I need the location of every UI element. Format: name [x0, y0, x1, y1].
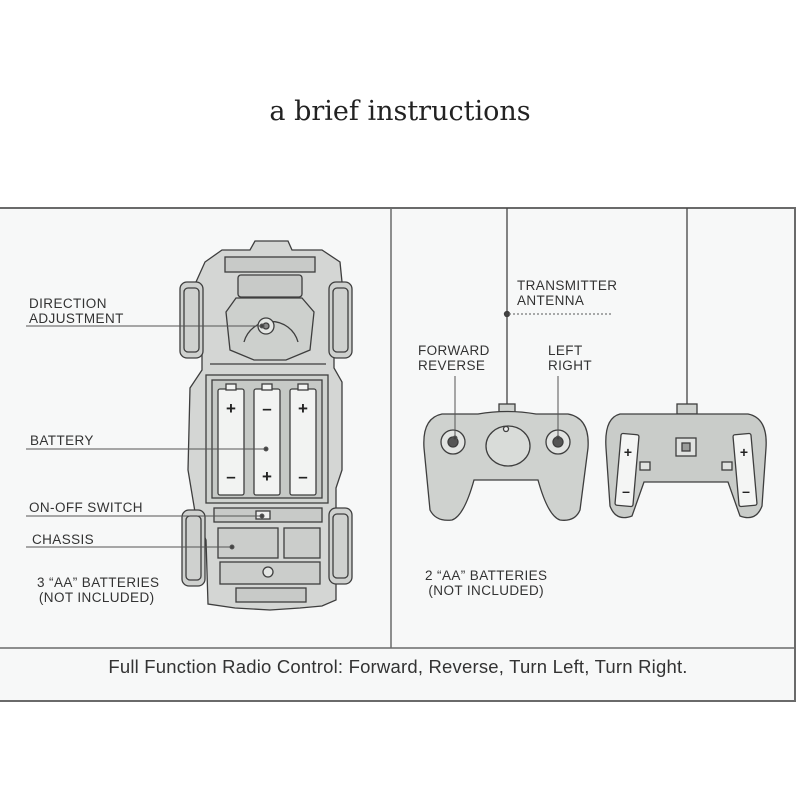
battery-label: BATTERY	[30, 433, 94, 448]
page-title: a brief instructions	[269, 96, 531, 127]
direction-adjustment-label-line-1: DIRECTION	[29, 296, 107, 311]
direction-adjustment-label-line-2: ADJUSTMENT	[29, 311, 124, 326]
back-remote-body	[605, 413, 767, 519]
car-batteries-note: 3 “AA” BATTERIES (NOT INCLUDED)	[37, 575, 159, 605]
remote-batteries-note-line-2: (NOT INCLUDED)	[428, 583, 545, 598]
wheel-front-left	[179, 281, 204, 359]
transmitter-antenna-label: TRANSMITTER ANTENNA	[517, 278, 617, 308]
car-chassis-illustration	[179, 240, 353, 611]
battery-2-bottom-sign: +	[262, 467, 272, 486]
left-right-label-line-2: RIGHT	[548, 358, 592, 373]
battery-1-top-sign: +	[226, 399, 236, 418]
transmitter-antenna-label-line-1: TRANSMITTER	[517, 278, 618, 293]
forward-reverse-label: FORWARD REVERSE	[418, 343, 490, 373]
battery-1-bottom-sign: –	[226, 467, 235, 486]
footer-caption: Full Function Radio Control: Forward, Re…	[108, 656, 688, 677]
wheel-front-right	[328, 281, 353, 359]
remote-battery-1-top-sign: +	[624, 444, 632, 460]
battery-2-top-sign: –	[262, 399, 271, 418]
remote-battery-2-top-sign: +	[740, 444, 748, 460]
remote-battery-cell-1	[614, 432, 640, 508]
on-off-switch-label: ON-OFF SWITCH	[29, 500, 143, 515]
transmitter-antenna-label-line-2: ANTENNA	[517, 293, 585, 308]
left-right-label: LEFT RIGHT	[548, 343, 592, 373]
remote-batteries-note-line-1: 2 “AA” BATTERIES	[425, 568, 548, 583]
chassis-label: CHASSIS	[32, 532, 95, 547]
battery-3-bottom-sign: –	[298, 467, 307, 486]
remote-batteries-note: 2 “AA” BATTERIES (NOT INCLUDED)	[425, 568, 547, 598]
car-batteries-note-line-1: 3 “AA” BATTERIES	[37, 575, 160, 590]
remote-battery-2-bottom-sign: –	[742, 483, 750, 499]
remote-battery-cell-2	[732, 432, 758, 508]
battery-3-top-sign: +	[298, 399, 308, 418]
forward-reverse-label-line-2: REVERSE	[418, 358, 486, 373]
wheel-rear-left	[181, 509, 206, 587]
left-right-label-line-1: LEFT	[548, 343, 583, 358]
car-batteries-note-line-2: (NOT INCLUDED)	[38, 590, 155, 605]
direction-adjustment-label: DIRECTION ADJUSTMENT	[29, 296, 124, 326]
wheel-rear-right	[328, 507, 353, 585]
remote-battery-1-bottom-sign: –	[622, 483, 630, 499]
forward-reverse-label-line-1: FORWARD	[418, 343, 490, 358]
